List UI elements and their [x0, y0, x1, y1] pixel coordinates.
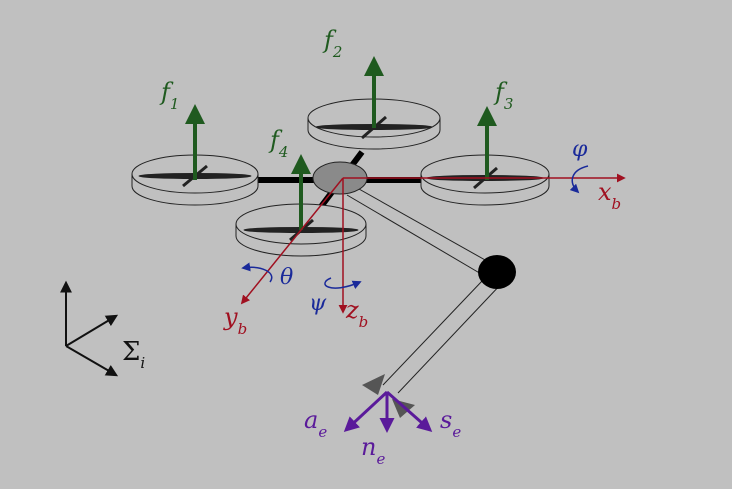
s-axis [386, 390, 433, 432]
label-inertial-frame: Σi [122, 337, 145, 372]
effector-labels: ae ne se [304, 406, 461, 468]
label-psi: ψ [309, 291, 327, 316]
angle-labels: φ θ ψ [280, 137, 588, 316]
label-f1: f1 [159, 78, 179, 113]
psi-arc [324, 277, 362, 289]
inertial-frame [60, 280, 119, 377]
label-theta: θ [280, 265, 293, 290]
label-phi: φ [572, 137, 588, 162]
label-z-body: zb [345, 296, 368, 331]
rotation-arcs [241, 165, 589, 289]
effector-axes [343, 390, 433, 433]
elbow-joint [478, 255, 516, 289]
label-n-effector: ne [361, 433, 385, 468]
theta-arc [241, 262, 273, 283]
body-axes [240, 173, 626, 314]
a-axis [343, 390, 389, 433]
label-a-effector: ae [304, 406, 327, 441]
label-y-body: yb [223, 303, 247, 338]
label-x-body: xb [598, 178, 621, 213]
axis-labels: xb yb zb [223, 178, 621, 338]
phi-arc [569, 165, 589, 194]
label-f4: f4 [268, 126, 288, 161]
manipulator-arm [342, 179, 504, 394]
label-f2: f2 [322, 26, 342, 61]
thrust-vectors [185, 56, 497, 230]
y-body-axis [240, 177, 344, 305]
label-s-effector: se [440, 406, 461, 441]
label-f3: f3 [493, 78, 513, 113]
